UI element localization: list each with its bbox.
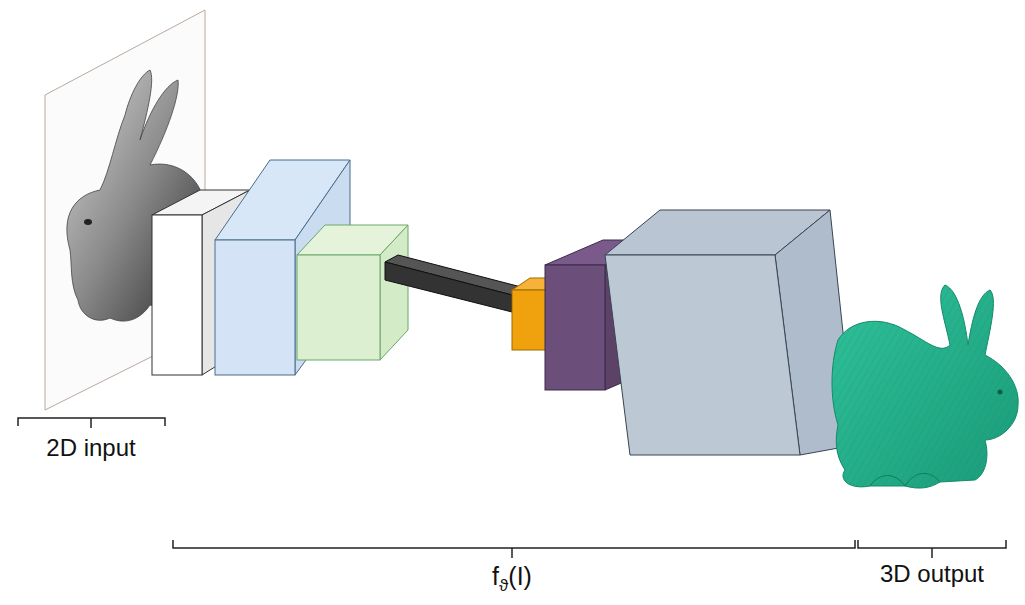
layer-block: [605, 210, 855, 455]
bracket: [173, 540, 855, 558]
bracket: [18, 418, 165, 428]
latent-vector: [385, 255, 525, 312]
layer-block: [297, 225, 408, 360]
label-group: fϑ(I): [492, 562, 532, 591]
axis-label: 3D output: [880, 560, 984, 588]
axis-label: 2D input: [46, 434, 135, 462]
function-subscript: ϑ: [499, 576, 508, 596]
function-label: f: [492, 562, 499, 591]
label-group: 3D output: [880, 560, 984, 588]
bracket: [858, 540, 1006, 558]
function-argument: (I): [508, 562, 532, 591]
output-bunny: [832, 285, 1018, 488]
label-group: 2D input: [46, 434, 135, 462]
